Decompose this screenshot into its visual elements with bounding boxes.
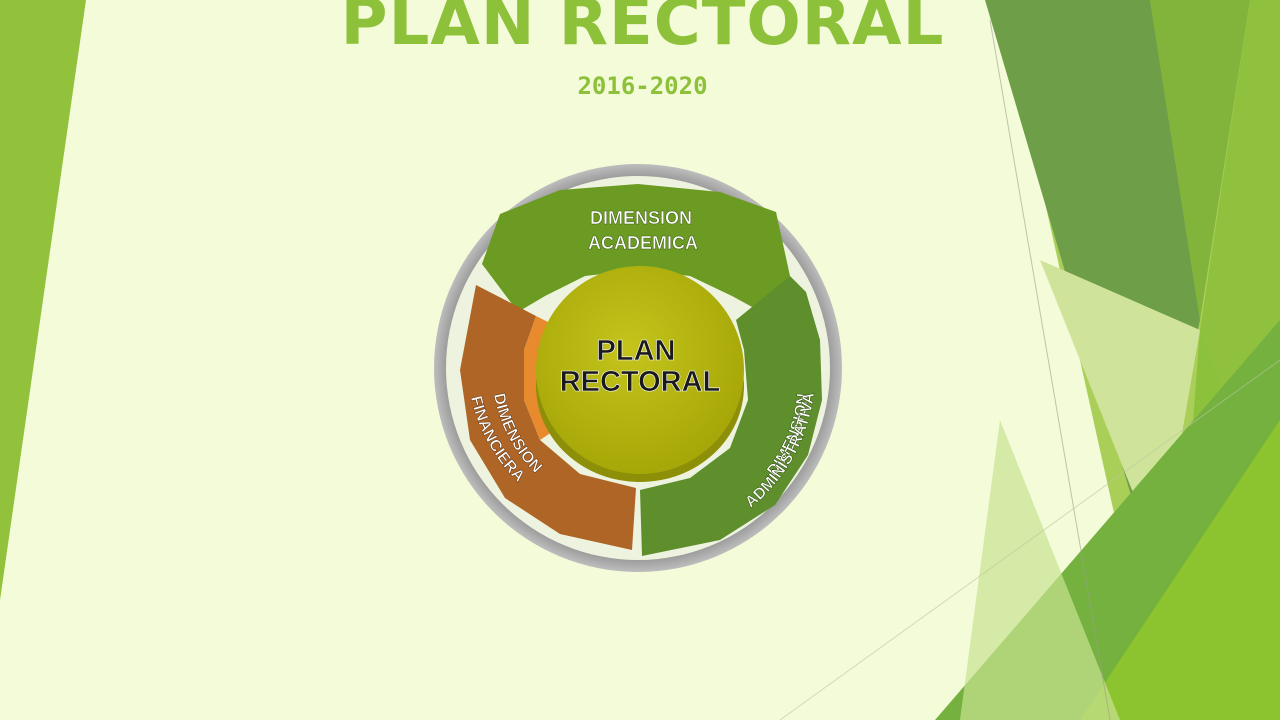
- left-green-band: [0, 0, 86, 600]
- bottom-pale-wedge: [960, 420, 1120, 720]
- center-disc: [536, 266, 744, 474]
- academica-label-line2: ACADEMICA: [588, 233, 698, 253]
- center-label-line2: RECTORAL: [560, 366, 721, 398]
- thin-line-vertical: [989, 19, 1111, 720]
- segment-academica: [482, 184, 790, 312]
- segment-financiera: [460, 285, 636, 550]
- bottom-right-triangle-bright: [1080, 420, 1280, 720]
- center-label-line1: PLAN: [597, 335, 676, 367]
- academica-label-line1: DIMENSION: [590, 208, 692, 228]
- page-title: PLAN RECTORAL: [340, 0, 945, 60]
- page-subtitle: 2016-2020: [577, 72, 708, 100]
- right-facet-mid: [1150, 0, 1250, 320]
- segment-administrativa: [640, 276, 822, 556]
- thin-line-diagonal: [779, 359, 1280, 720]
